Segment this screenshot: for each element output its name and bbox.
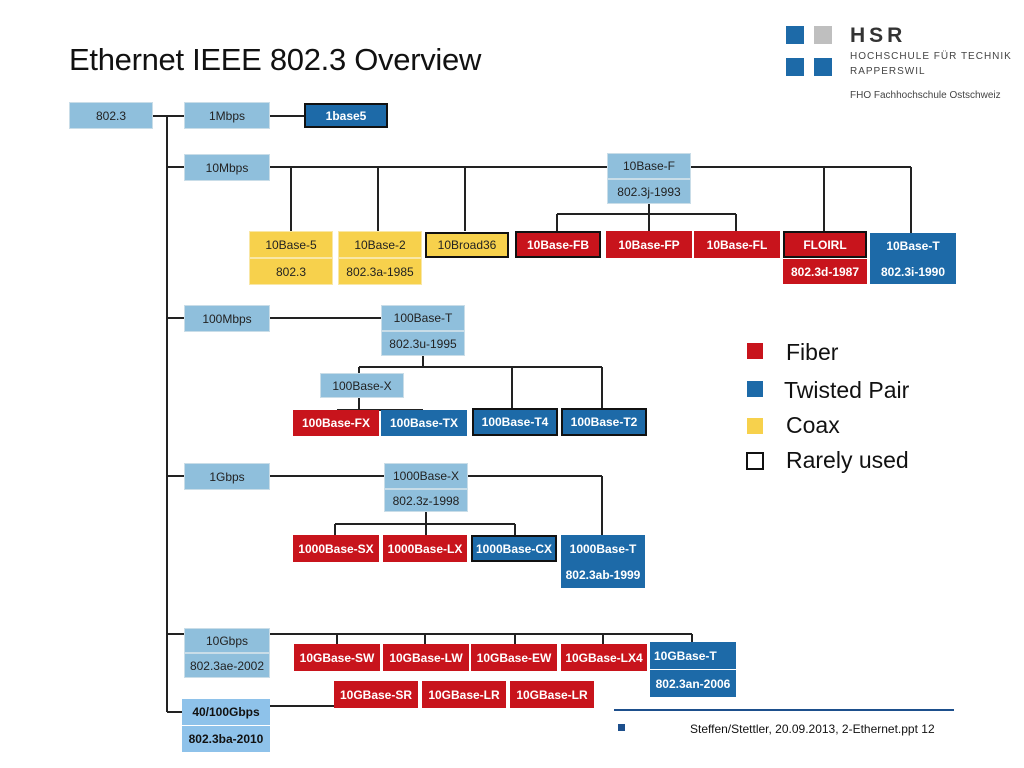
node-10base-2: 10Base-2 — [338, 231, 422, 258]
logo-line-2: RAPPERSWIL — [850, 66, 926, 77]
node-100base-t: 100Base-T — [381, 305, 465, 331]
node-100base-x: 100Base-X — [320, 373, 404, 398]
legend-coax-label: Coax — [786, 412, 840, 438]
node-10gbps: 10Gbps — [184, 628, 270, 653]
node-802-3: 802.3 — [249, 258, 333, 285]
node-802-3z: 802.3z-1998 — [384, 489, 468, 512]
legend-rarely-used-swatch — [746, 452, 764, 470]
node-10broad36: 10Broad36 — [425, 232, 509, 258]
node-10gbase-sr: 10GBase-SR — [334, 681, 418, 708]
node-10gbase-t: 10GBase-T — [650, 642, 736, 669]
node-10base-fl: 10Base-FL — [694, 231, 780, 258]
node-802-3d: 802.3d-1987 — [783, 259, 867, 284]
page-title: Ethernet IEEE 802.3 Overview — [69, 42, 482, 77]
logo-square-blue-1 — [786, 26, 804, 44]
node-1000base-x: 1000Base-X — [384, 463, 468, 489]
node-10gbase-ew: 10GBase-EW — [471, 644, 557, 671]
node-802-3-root: 802.3 — [69, 102, 153, 129]
node-100base-tx: 100Base-TX — [381, 410, 467, 436]
node-802-3u: 802.3u-1995 — [381, 331, 465, 356]
node-10gbase-lw: 10GBase-LW — [383, 644, 469, 671]
footer-divider — [614, 709, 954, 711]
node-10base-5: 10Base-5 — [249, 231, 333, 258]
legend-fiber-swatch — [747, 343, 763, 359]
node-802-3a: 802.3a-1985 — [338, 258, 422, 285]
node-100base-t4: 100Base-T4 — [472, 408, 558, 436]
node-100mbps: 100Mbps — [184, 305, 270, 332]
node-1base5: 1base5 — [304, 103, 388, 128]
legend-twisted-pair-label: Twisted Pair — [784, 377, 910, 403]
node-10base-f: 10Base-F — [607, 153, 691, 179]
node-802-3i: 802.3i-1990 — [870, 259, 956, 284]
node-40-100gbps: 40/100Gbps — [182, 699, 270, 725]
logo-line-1: HOCHSCHULE FÜR TECHNIK — [850, 51, 1012, 62]
node-10mbps: 10Mbps — [184, 154, 270, 181]
footer-square-icon — [618, 724, 625, 731]
node-1000base-t: 1000Base-T — [561, 535, 645, 562]
node-100base-fx: 100Base-FX — [293, 410, 379, 436]
node-10gbase-sw: 10GBase-SW — [294, 644, 380, 671]
node-10base-fp: 10Base-FP — [606, 231, 692, 258]
logo-line-3: FHO Fachhochschule Ostschweiz — [850, 90, 1001, 101]
node-10base-t: 10Base-T — [870, 233, 956, 259]
legend-twisted-pair-swatch — [747, 381, 763, 397]
node-802-3ab: 802.3ab-1999 — [561, 562, 645, 588]
node-10gbase-lr-1: 10GBase-LR — [422, 681, 506, 708]
legend-rarely-used-label: Rarely used — [786, 447, 909, 473]
node-10gbase-lr-2: 10GBase-LR — [510, 681, 594, 708]
legend-coax-swatch — [747, 418, 763, 434]
node-1mbps: 1Mbps — [184, 102, 270, 129]
logo-name: HSR — [850, 24, 907, 47]
node-802-3j: 802.3j-1993 — [607, 179, 691, 204]
node-1000base-cx: 1000Base-CX — [471, 535, 557, 562]
node-10gbase-lx4: 10GBase-LX4 — [561, 644, 647, 671]
node-802-3ae: 802.3ae-2002 — [184, 653, 270, 678]
node-floirl: FLOIRL — [783, 231, 867, 258]
node-10base-fb: 10Base-FB — [515, 231, 601, 258]
node-1gbps: 1Gbps — [184, 463, 270, 490]
legend-fiber-label: Fiber — [786, 339, 839, 365]
node-802-3an: 802.3an-2006 — [650, 670, 736, 697]
footer-text: Steffen/Stettler, 20.09.2013, 2-Ethernet… — [690, 722, 935, 736]
node-802-3ba: 802.3ba-2010 — [182, 726, 270, 752]
logo-square-blue-3 — [814, 58, 832, 76]
node-1000base-lx: 1000Base-LX — [383, 535, 467, 562]
node-100base-t2: 100Base-T2 — [561, 408, 647, 436]
logo-square-blue-2 — [786, 58, 804, 76]
logo-square-gray — [814, 26, 832, 44]
hsr-logo: HSR HOCHSCHULE FÜR TECHNIK RAPPERSWIL FH… — [786, 24, 1016, 106]
node-1000base-sx: 1000Base-SX — [293, 535, 379, 562]
